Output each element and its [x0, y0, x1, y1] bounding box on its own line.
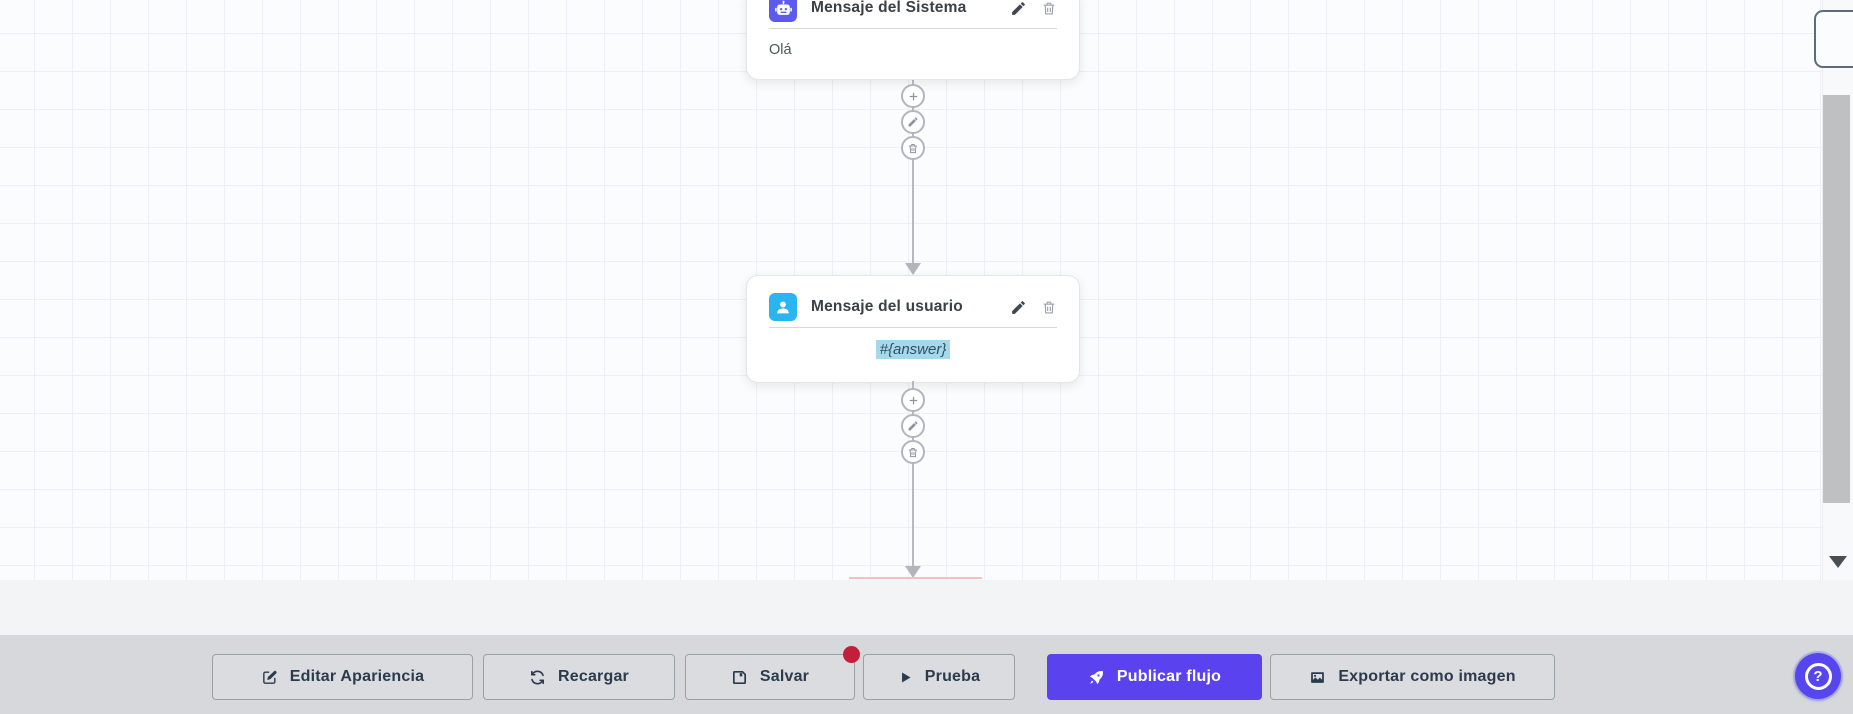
button-label: Exportar como imagen [1338, 668, 1516, 685]
node-title: Mensaje del Sistema [811, 0, 967, 16]
node-body-text: #{answer} [747, 328, 1079, 371]
connector-edit-button[interactable] [901, 414, 925, 438]
image-icon [1311, 671, 1325, 683]
connector-line [912, 381, 914, 568]
delete-node-trash-icon[interactable] [1041, 0, 1057, 17]
node-body-text: Olá [769, 42, 792, 58]
connector-delete-button[interactable] [901, 440, 925, 464]
node-divider [769, 28, 1057, 29]
rocket-icon [1089, 670, 1103, 684]
edit-node-pencil-icon[interactable] [1010, 0, 1027, 17]
refresh-icon [531, 670, 544, 684]
vertical-scrollbar[interactable] [1822, 0, 1853, 580]
plus-icon [909, 92, 917, 100]
canvas-bottom-strip [0, 580, 1853, 635]
export-image-button[interactable]: Exportar como imagen [1270, 654, 1555, 700]
connector-arrowhead-icon [905, 566, 921, 578]
answer-variable-chip: #{answer} [875, 340, 951, 359]
connector-line [912, 78, 914, 266]
node-card-system-message[interactable]: Mensaje del Sistema Olá [746, 0, 1080, 80]
node-card-user-message[interactable]: Mensaje del usuario #{answer} [746, 275, 1080, 383]
node-header: Mensaje del usuario [747, 293, 1079, 321]
trash-icon [909, 447, 917, 457]
connector-arrowhead-icon [905, 263, 921, 275]
drop-indicator-line [849, 577, 982, 579]
pencil-icon [908, 421, 918, 431]
help-button[interactable]: ? [1795, 653, 1841, 699]
question-mark: ? [1813, 667, 1823, 685]
edit-appearance-button[interactable]: Editar Apariencia [212, 654, 473, 700]
connector-delete-button[interactable] [901, 136, 925, 160]
reload-button[interactable]: Recargar [483, 654, 675, 700]
button-label: Recargar [558, 668, 629, 685]
trash-icon [909, 143, 917, 153]
plus-icon [909, 396, 917, 404]
delete-node-trash-icon[interactable] [1041, 299, 1057, 316]
edit-square-icon [262, 670, 277, 684]
node-divider [769, 327, 1057, 328]
button-label: Salvar [759, 668, 810, 685]
robot-icon [769, 0, 797, 22]
save-button[interactable]: Salvar [685, 646, 860, 700]
button-label: Editar Apariencia [289, 668, 425, 685]
unsaved-changes-badge [843, 646, 860, 663]
button-label: Prueba [924, 668, 981, 685]
publish-flow-button[interactable]: Publicar flujo [1047, 654, 1262, 700]
scroll-down-arrow-icon[interactable] [1829, 556, 1847, 568]
user-icon [769, 293, 797, 321]
connector-edit-button[interactable] [901, 110, 925, 134]
connector-add-button[interactable] [901, 84, 925, 108]
minimap-panel [1814, 10, 1853, 68]
question-icon: ? [1804, 662, 1832, 690]
node-header: Mensaje del Sistema [747, 0, 1079, 22]
scrollbar-thumb[interactable] [1823, 95, 1850, 503]
flow-canvas[interactable]: Mensaje del Sistema Olá [0, 0, 1822, 580]
button-label: Publicar flujo [1116, 668, 1222, 685]
edit-node-pencil-icon[interactable] [1010, 299, 1027, 316]
test-button[interactable]: Prueba [863, 654, 1015, 700]
bottom-toolbar: Editar Apariencia Recargar Salvar Prueba… [0, 635, 1853, 714]
node-title: Mensaje del usuario [811, 298, 963, 315]
play-icon [901, 672, 911, 682]
save-icon [732, 670, 746, 684]
pencil-icon [908, 117, 918, 127]
connector-add-button[interactable] [901, 388, 925, 412]
